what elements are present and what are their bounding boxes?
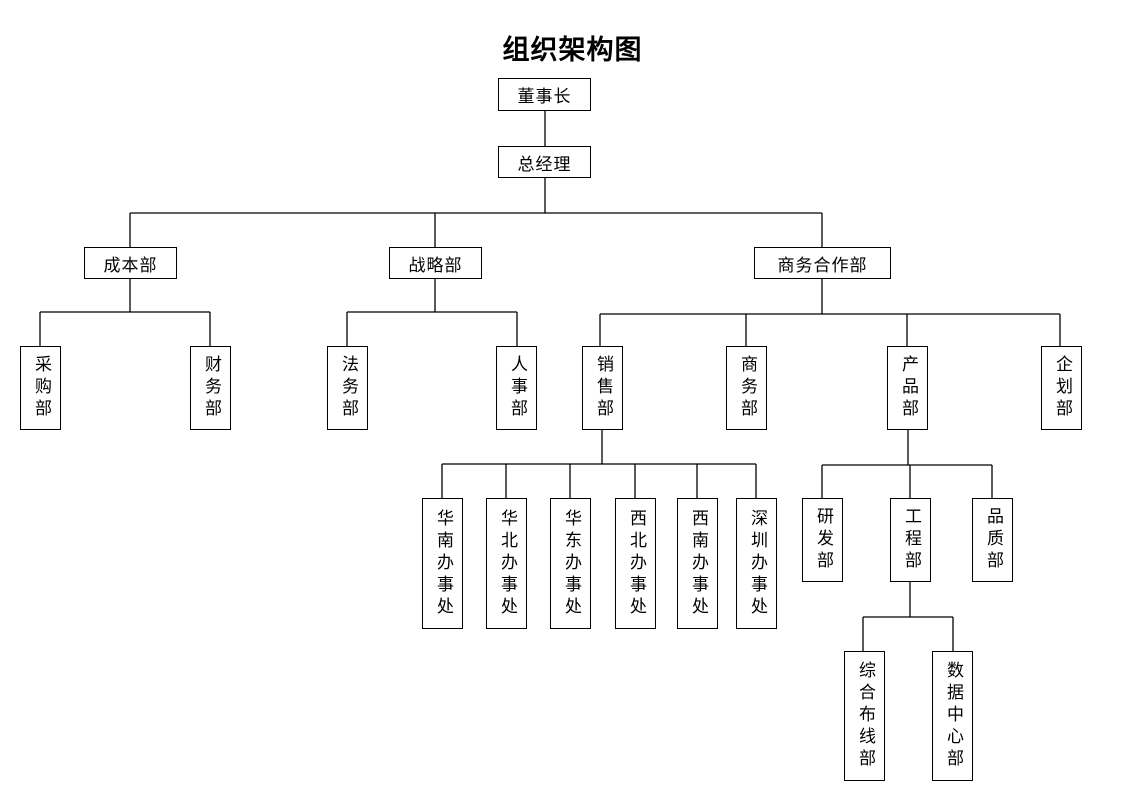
node-north-china-office: 华北办事处 xyxy=(486,498,527,629)
node-data-center-department: 数据中心部 xyxy=(932,651,973,781)
node-cabling-department: 综合布线部 xyxy=(844,651,885,781)
node-finance-department: 财务部 xyxy=(190,346,231,430)
node-chairman: 董事长 xyxy=(498,78,591,111)
node-product-department: 产品部 xyxy=(887,346,928,430)
node-business-cooperation-department: 商务合作部 xyxy=(754,247,891,279)
node-cost-department: 成本部 xyxy=(84,247,177,279)
node-quality-department: 品质部 xyxy=(972,498,1013,582)
node-southwest-office: 西南办事处 xyxy=(677,498,718,629)
node-general-manager: 总经理 xyxy=(498,146,591,178)
node-rnd-department: 研发部 xyxy=(802,498,843,582)
node-east-china-office: 华东办事处 xyxy=(550,498,591,629)
node-purchasing-department: 采购部 xyxy=(20,346,61,430)
chart-title: 组织架构图 xyxy=(502,35,643,66)
node-engineering-department: 工程部 xyxy=(890,498,931,582)
node-sales-department: 销售部 xyxy=(582,346,623,430)
node-shenzhen-office: 深圳办事处 xyxy=(736,498,777,629)
node-hr-department: 人事部 xyxy=(496,346,537,430)
node-planning-department: 企划部 xyxy=(1041,346,1082,430)
node-business-department: 商务部 xyxy=(726,346,767,430)
node-south-china-office: 华南办事处 xyxy=(422,498,463,629)
node-legal-department: 法务部 xyxy=(327,346,368,430)
node-strategy-department: 战略部 xyxy=(389,247,482,279)
node-northwest-office: 西北办事处 xyxy=(615,498,656,629)
